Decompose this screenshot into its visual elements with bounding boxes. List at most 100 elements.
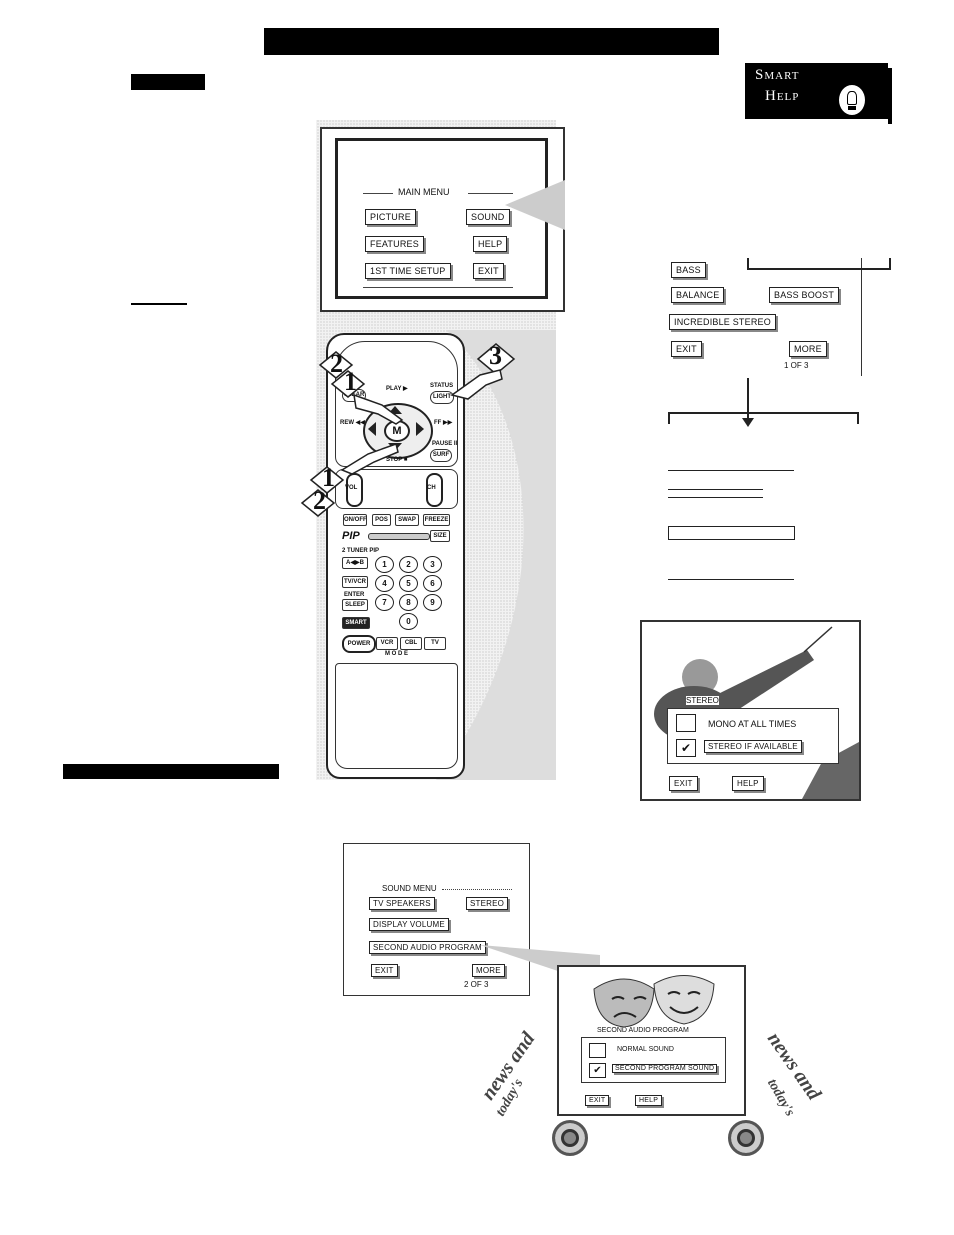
- number-key[interactable]: 0: [399, 613, 418, 630]
- size-button[interactable]: SIZE: [430, 530, 450, 542]
- sap-options-panel: [581, 1037, 726, 1083]
- bass-boost-button[interactable]: BASS BOOST: [769, 287, 840, 303]
- ab-button[interactable]: A◀▶B: [342, 557, 368, 569]
- sap-title: SECOND AUDIO PROGRAM: [597, 1027, 689, 1034]
- help-button[interactable]: HELP: [635, 1095, 663, 1106]
- sound-button[interactable]: SOUND: [466, 209, 510, 225]
- number-key[interactable]: 8: [399, 594, 418, 611]
- exit-button[interactable]: EXIT: [473, 263, 504, 279]
- exit-button[interactable]: EXIT: [371, 964, 398, 977]
- step-number: 2: [313, 486, 326, 515]
- theatre-masks-icon: [593, 975, 715, 1028]
- ch-label: CH: [427, 485, 436, 491]
- sap-section: news and today's news and today's: [470, 950, 850, 1160]
- badge-edge: [888, 68, 892, 124]
- second-audio-program-button[interactable]: SECOND AUDIO PROGRAM: [369, 941, 486, 954]
- text-rule: [668, 489, 763, 490]
- stereo-title: STEREO: [686, 696, 719, 705]
- mono-checkbox[interactable]: [676, 714, 696, 732]
- left-arrow-icon[interactable]: [368, 422, 376, 436]
- number-key[interactable]: 9: [423, 594, 442, 611]
- tv-button[interactable]: TV: [424, 637, 446, 650]
- hand-pointer-icon: [353, 393, 404, 425]
- more-button[interactable]: MORE: [472, 964, 505, 977]
- tv-speakers-button[interactable]: TV SPEAKERS: [369, 897, 435, 910]
- pip-pos-button[interactable]: POS: [372, 514, 391, 526]
- pip-size-slider[interactable]: [368, 533, 430, 540]
- exit-button[interactable]: EXIT: [671, 341, 702, 357]
- sap-screen: SECOND AUDIO PROGRAM NORMAL SOUND ✔ SECO…: [557, 965, 746, 1116]
- page-indicator: 2 OF 3: [464, 980, 489, 989]
- number-key[interactable]: 3: [423, 556, 442, 573]
- power-button[interactable]: POWER: [342, 635, 376, 653]
- second-program-checkbox[interactable]: ✔: [589, 1063, 606, 1078]
- number-key[interactable]: 5: [399, 575, 418, 592]
- header-bar: [264, 28, 719, 55]
- number-key[interactable]: 1: [375, 556, 394, 573]
- display-volume-button[interactable]: DISPLAY VOLUME: [369, 918, 449, 931]
- page-indicator: 1 OF 3: [784, 361, 809, 370]
- help-button[interactable]: HELP: [732, 776, 764, 791]
- divider-tick: [668, 412, 670, 424]
- step-number: 1: [322, 463, 335, 492]
- sleep-button[interactable]: SLEEP: [342, 599, 368, 611]
- more-button[interactable]: MORE: [789, 341, 827, 357]
- main-menu-title: MAIN MENU: [398, 187, 450, 197]
- balance-button[interactable]: BALANCE: [671, 287, 725, 303]
- divider-tick: [857, 412, 859, 424]
- text-box: [668, 526, 795, 540]
- up-arrow-icon[interactable]: [388, 406, 402, 414]
- step-marker-3: [476, 343, 516, 375]
- rew-label: REW ◀◀: [340, 420, 365, 426]
- step-number: 3: [489, 341, 502, 370]
- section-bar-bottom: [63, 764, 279, 779]
- cbl-button[interactable]: CBL: [400, 637, 422, 650]
- stereo-checkbox[interactable]: ✔: [676, 739, 696, 757]
- remote-control: CLEAR PLAY ▶ STATUS LIGHT REW ◀◀ FF ▶▶ M…: [326, 333, 465, 779]
- battery-cover: [335, 663, 458, 769]
- stereo-button[interactable]: STEREO: [466, 897, 509, 910]
- pip-freeze-button[interactable]: FREEZE: [423, 514, 450, 526]
- pause-label: PAUSE II: [432, 441, 458, 447]
- number-key[interactable]: 7: [375, 594, 394, 611]
- tvvcr-button[interactable]: TV/VCR: [342, 576, 368, 588]
- light-button[interactable]: LIGHT: [430, 391, 454, 404]
- features-button[interactable]: FEATURES: [365, 236, 424, 252]
- bass-button[interactable]: BASS: [671, 262, 706, 278]
- step-marker-2-bottom: [300, 489, 336, 517]
- text-rule: [668, 497, 763, 498]
- pip-swap-button[interactable]: SWAP: [395, 514, 419, 526]
- incredible-stereo-button[interactable]: INCREDIBLE STEREO: [669, 314, 776, 330]
- smart-label: Smart: [755, 67, 800, 83]
- smart-help-title: Smart Help: [755, 67, 799, 105]
- mono-option-label: MONO AT ALL TIMES: [708, 719, 797, 729]
- second-program-sound-button[interactable]: SECOND PROGRAM SOUND: [612, 1064, 718, 1073]
- vol-rocker[interactable]: [346, 473, 363, 507]
- right-arrow-icon[interactable]: [416, 422, 424, 436]
- sound-page1-frame: [661, 258, 862, 376]
- hand-pointer-icon: [340, 443, 399, 475]
- sound-menu-screen: SOUND MENU TV SPEAKERS STEREO DISPLAY VO…: [343, 843, 530, 996]
- surf-button[interactable]: SURF: [430, 449, 452, 462]
- normal-sound-checkbox[interactable]: [589, 1043, 606, 1058]
- speaker-left-icon: [552, 1120, 588, 1156]
- stereo-if-available-button[interactable]: STEREO IF AVAILABLE: [704, 740, 802, 753]
- picture-button[interactable]: PICTURE: [365, 209, 416, 225]
- help-label: Help: [765, 88, 800, 104]
- help-button[interactable]: HELP: [473, 236, 508, 252]
- ch-rocker[interactable]: [426, 473, 443, 507]
- number-key[interactable]: 4: [375, 575, 394, 592]
- highlight-beam: [505, 180, 565, 230]
- sound-menu-title: SOUND MENU: [382, 884, 437, 893]
- vcr-button[interactable]: VCR: [376, 637, 398, 650]
- pip-onoff-button[interactable]: ON/OFF: [343, 514, 367, 526]
- text-rule: [668, 579, 794, 580]
- exit-button[interactable]: EXIT: [669, 776, 698, 791]
- number-key[interactable]: 2: [399, 556, 418, 573]
- ff-label: FF ▶▶: [434, 420, 453, 426]
- smart-button[interactable]: SMART: [342, 617, 370, 629]
- first-time-setup-button[interactable]: 1ST TIME SETUP: [365, 263, 451, 279]
- arrow-head-icon: [742, 418, 754, 427]
- exit-button[interactable]: EXIT: [585, 1095, 610, 1106]
- number-key[interactable]: 6: [423, 575, 442, 592]
